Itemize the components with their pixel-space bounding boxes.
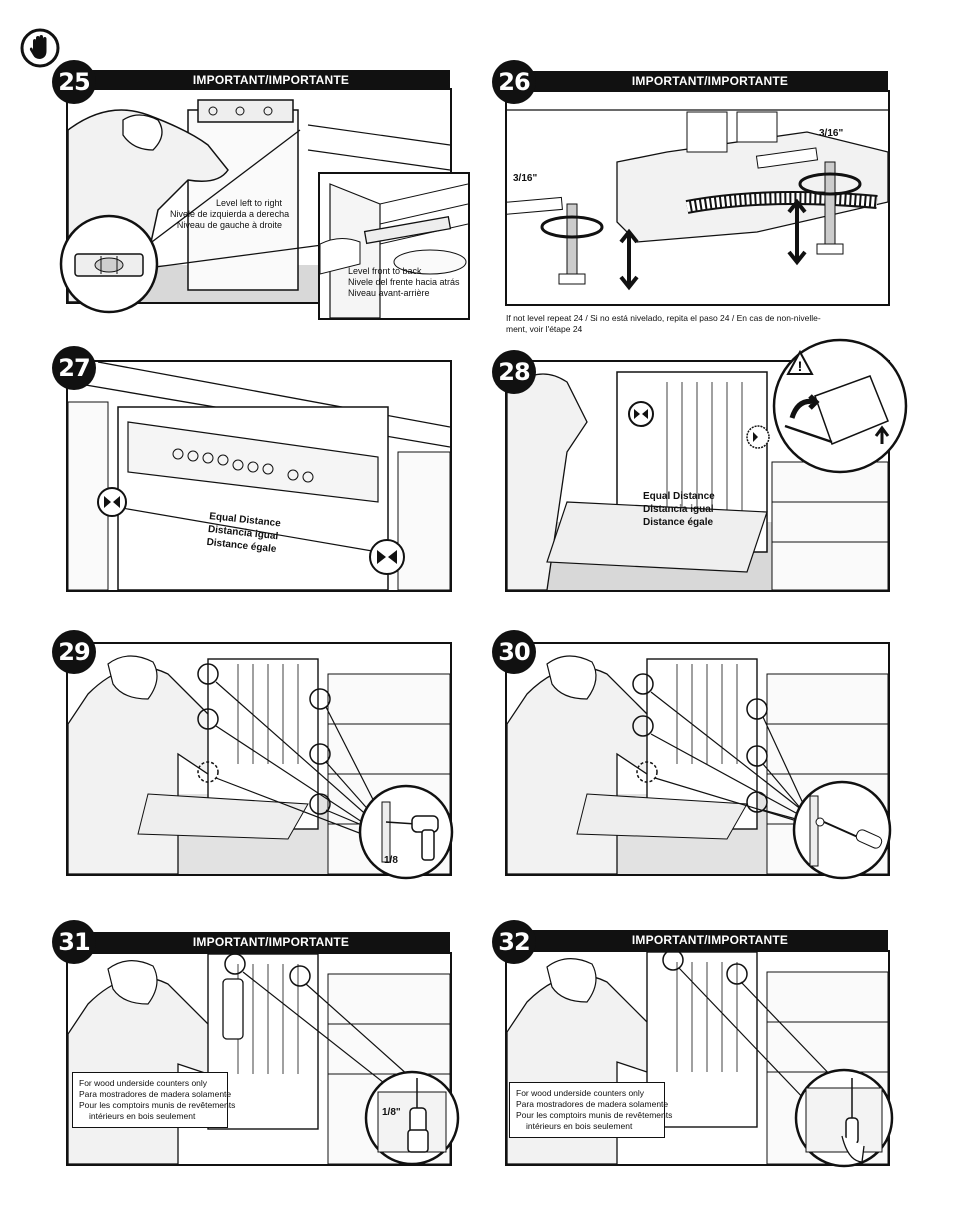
step-number-28: 28 <box>492 350 536 394</box>
step-32-note: For wood underside counters only Para mo… <box>509 1082 673 1138</box>
level-lr-en: Level left to right <box>215 198 282 208</box>
drill-zoom-circle: 1/8 <box>356 782 456 882</box>
level-fb-es: Nivele del frente hacia atrás <box>348 277 460 287</box>
step-31-note: For wood underside counters only Para mo… <box>72 1072 236 1128</box>
step-26-note-line-2: ment, voir l'étape 24 <box>506 323 583 334</box>
warning-zoom-circle: ! <box>770 336 910 476</box>
step-number-29: 29 <box>52 630 96 674</box>
equal-distance-fr: Distance égale <box>643 517 714 528</box>
level-front-back-label: Level front to back Nivele del frente ha… <box>348 266 460 299</box>
equal-distance-es: Distancia igual <box>643 504 714 515</box>
center-mark-left-icon <box>628 401 654 427</box>
note-line-4: intérieurs en bois seulement <box>526 1121 633 1131</box>
step-number-32: 32 <box>492 920 536 964</box>
equal-distance-label-27: Equal Distance Distancia igual Distance … <box>206 510 281 556</box>
level-lr-fr: Niveau de gauche à droite <box>176 220 282 230</box>
screwdriver-zoom-circle <box>792 1066 896 1170</box>
step-number-30: 30 <box>492 630 536 674</box>
note-line-2: Para mostradores de madera solamente <box>79 1089 232 1099</box>
step-25-header: IMPORTANT/IMPORTANTE <box>92 70 450 90</box>
note-line-4: intérieurs en bois seulement <box>89 1111 196 1121</box>
step-26-illustration: 3/16" 3/16" <box>505 90 890 306</box>
level-left-right-label: Level left to right Nivele de izquierda … <box>170 198 290 231</box>
center-mark-right-icon <box>746 425 770 449</box>
note-line-3: Pour les comptoirs munis de revêtements <box>79 1100 236 1110</box>
svg-text:!: ! <box>798 358 803 374</box>
center-mark-right-icon <box>369 539 405 575</box>
step-27-illustration: Equal Distance Distancia igual Distance … <box>66 360 452 592</box>
screwdriver-zoom-circle <box>790 778 894 882</box>
level-fb-fr: Niveau avant-arrière <box>348 288 430 298</box>
level-fb-en: Level front to back <box>348 266 422 276</box>
step-32-header: IMPORTANT/IMPORTANTE <box>532 930 888 950</box>
drill-size-label: 1/8" <box>382 1107 401 1118</box>
level-lr-es: Nivele de izquierda a derecha <box>170 209 290 219</box>
note-line-1: For wood underside counters only <box>516 1088 645 1098</box>
equal-distance-en: Equal Distance <box>643 491 715 502</box>
step-number-25: 25 <box>52 60 96 104</box>
center-mark-left-icon <box>97 487 127 517</box>
note-line-3: Pour les comptoirs munis de revêtements <box>516 1110 673 1120</box>
step-26-note-line-1: If not level repeat 24 / Si no está nive… <box>506 313 821 323</box>
size-label-right: 3/16" <box>819 128 844 139</box>
size-label-left: 3/16" <box>513 173 538 184</box>
warning-triangle-icon <box>786 349 814 375</box>
drill-zoom-circle: 1/8" <box>362 1068 462 1168</box>
level-front-back-inset: Level front to back Nivele del frente ha… <box>318 172 470 320</box>
equal-distance-label-28: Equal Distance Distancia igual Distance … <box>643 490 715 529</box>
step-26-header: IMPORTANT/IMPORTANTE <box>532 71 888 91</box>
step-26-note: If not level repeat 24 / Si no está nive… <box>506 313 886 334</box>
step-number-26: 26 <box>492 60 536 104</box>
hand-stop-icon <box>20 28 60 68</box>
level-bubble-zoom <box>57 212 161 316</box>
step-31-header: IMPORTANT/IMPORTANTE <box>92 932 450 952</box>
note-line-2: Para mostradores de madera solamente <box>516 1099 669 1109</box>
step-number-27: 27 <box>52 346 96 390</box>
note-line-1: For wood underside counters only <box>79 1078 208 1088</box>
drill-size-label: 1/8 <box>384 855 398 866</box>
step-number-31: 31 <box>52 920 96 964</box>
